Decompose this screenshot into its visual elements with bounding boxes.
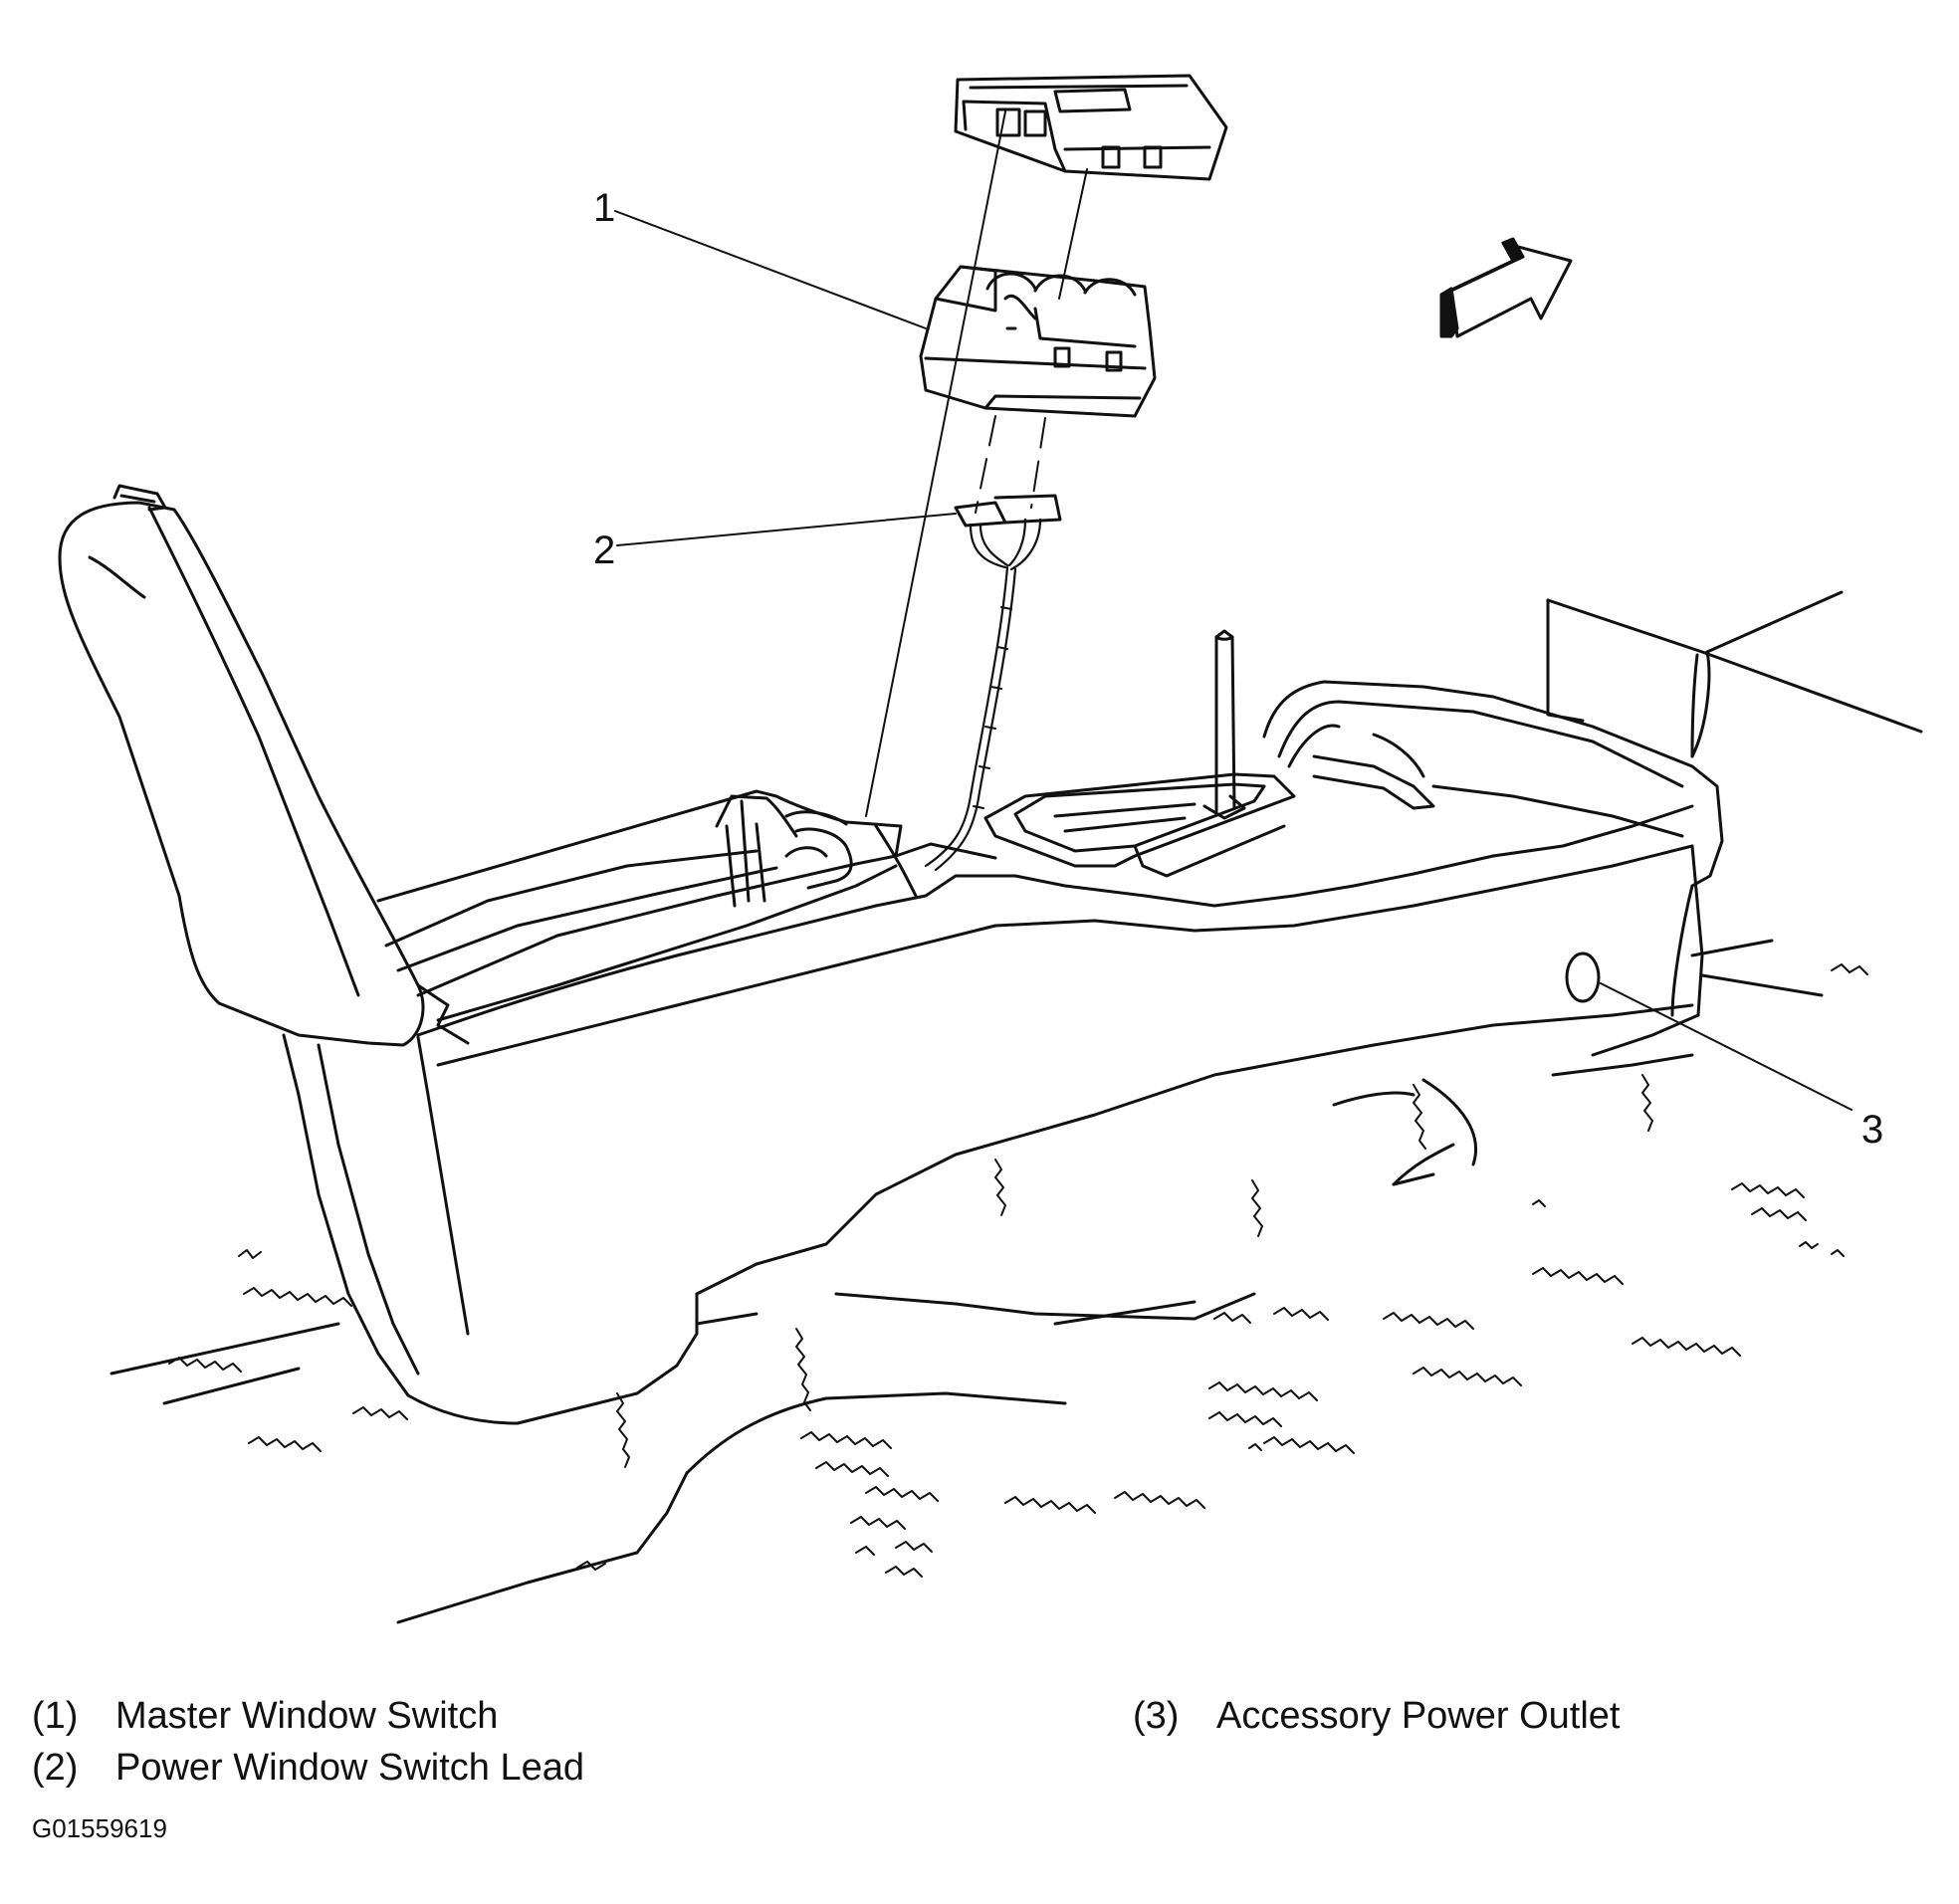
legend-item-1: (1) Master Window Switch — [32, 1690, 584, 1742]
floor-carpet — [109, 1053, 1694, 1624]
legend-label: Master Window Switch — [115, 1695, 499, 1737]
assembly-guide-lines — [865, 110, 1088, 817]
instrument-panel — [1546, 590, 1923, 997]
switch-bezel — [954, 74, 1228, 181]
carpet-texture-squiggles — [168, 963, 1868, 1578]
callout-1: 1 — [593, 186, 615, 230]
legend-number: (2) — [32, 1747, 79, 1789]
forward-arrow-icon — [1439, 237, 1573, 338]
legend-item-3: (3) Accessory Power Outlet — [1133, 1690, 1620, 1742]
master-window-switch — [919, 265, 1157, 418]
leader-lines — [614, 210, 1852, 1111]
legend-item-2: (2) Power Window Switch Lead — [32, 1742, 584, 1794]
legend-label: Power Window Switch Lead — [115, 1747, 584, 1789]
legend-label: Accessory Power Outlet — [1216, 1695, 1621, 1737]
figure-id: G01559619 — [32, 1813, 167, 1843]
power-window-switch-lead — [924, 494, 1062, 872]
callout-2: 2 — [593, 529, 615, 572]
callout-3: 3 — [1861, 1108, 1883, 1152]
legend-right: (3) Accessory Power Outlet — [1133, 1690, 1620, 1742]
legend-number: (1) — [32, 1695, 79, 1737]
legend-left: (1) Master Window Switch (2) Power Window … — [32, 1690, 584, 1794]
center-console — [58, 484, 1724, 1425]
legend-number: (3) — [1133, 1695, 1180, 1737]
